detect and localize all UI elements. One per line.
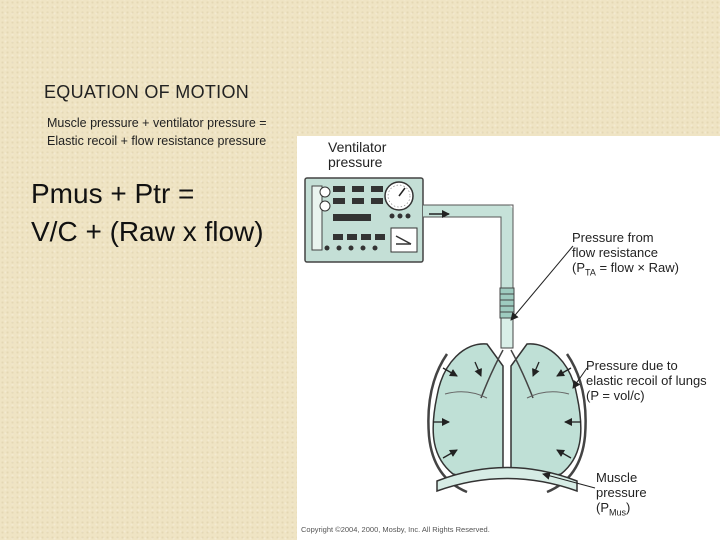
elastic-recoil-leader [572, 367, 588, 389]
ventilator-pressure-label: Ventilator pressure [328, 139, 387, 170]
muscle-pressure-leader [542, 471, 596, 489]
elastic-recoil-label: Pressure due to elastic recoil of lungs … [586, 358, 707, 403]
slide-subtitle: Muscle pressure + ventilator pressure = … [47, 114, 267, 150]
muscle-pressure-label: Muscle pressure (PMus) [596, 470, 647, 518]
trachea [500, 317, 514, 349]
elastic-recoil-arrows [433, 361, 581, 459]
diaphragm [436, 466, 578, 493]
equation-line-2: V/C + (Raw x flow) [31, 216, 264, 247]
ventilator-unit [304, 177, 424, 263]
equation: Pmus + Ptr = V/C + (Raw x flow) [31, 175, 264, 251]
subtitle-line-2: Elastic recoil + flow resistance pressur… [47, 134, 267, 148]
flow-resistance-label: Pressure from flow resistance (PTA = flo… [572, 230, 679, 278]
ventilator-tubing [423, 205, 513, 288]
flow-resistance-leader [510, 245, 574, 321]
copyright-notice: Copyright ©2004, 2000, Mosby, Inc. All R… [301, 525, 490, 534]
respiratory-diagram-svg [304, 177, 596, 494]
connector [499, 287, 515, 319]
respiratory-diagram: Ventilator pressure Pressure from flow r… [297, 136, 720, 540]
equation-line-1: Pmus + Ptr = [31, 178, 195, 209]
subtitle-line-1: Muscle pressure + ventilator pressure = [47, 116, 267, 130]
slide-title: EQUATION OF MOTION [44, 82, 250, 102]
